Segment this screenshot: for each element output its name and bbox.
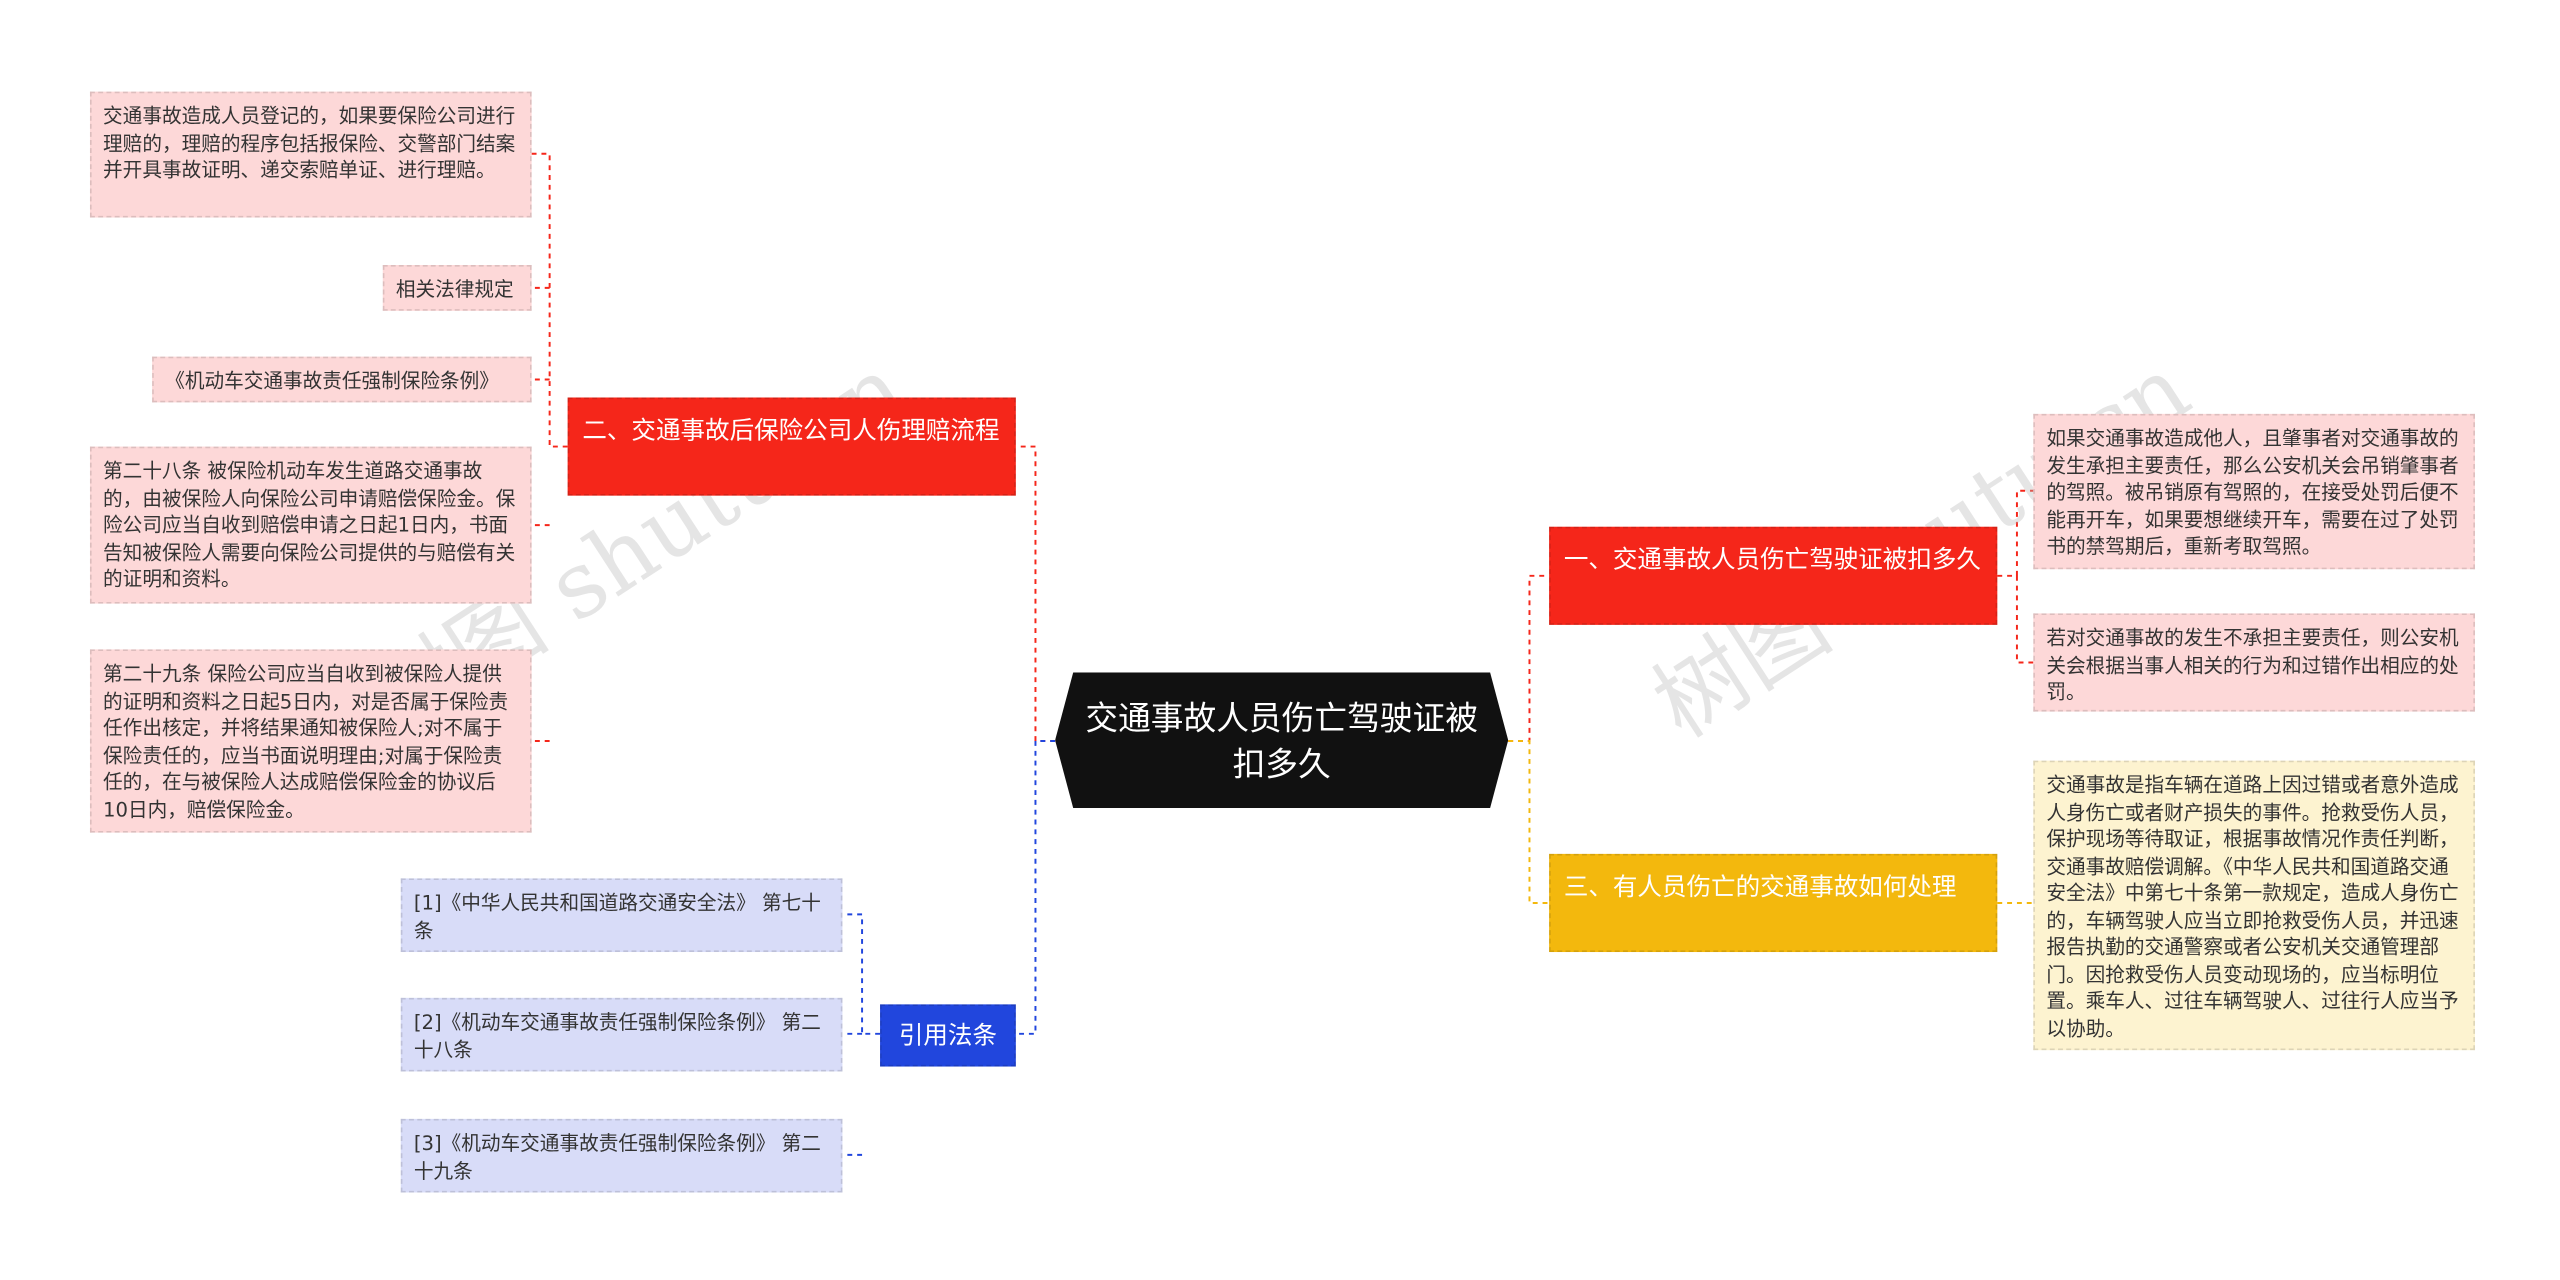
connector-root-b1: [1508, 574, 1550, 742]
branch-insurance-claim[interactable]: 二、交通事故后保险公司人伤理赔流程: [567, 397, 1016, 496]
leaf-text: 若对交通事故的发生不承担主要责任，则公安机关会根据当事人相关的行为和过错作出相应…: [2046, 626, 2459, 704]
branch-title: 一、交通事故人员伤亡驾驶证被扣多久: [1563, 544, 1981, 575]
leaf-regulation-name[interactable]: 《机动车交通事故责任强制保险条例》: [152, 356, 532, 403]
branch-driving-license[interactable]: 一、交通事故人员伤亡驾驶证被扣多久: [1549, 526, 1998, 625]
leaf-text: 第二十九条 保险公司应当自收到被保险人提供的证明和资料之日起5日内，对是否属于保…: [103, 662, 509, 821]
branch-cited-laws[interactable]: 引用法条: [880, 1004, 1016, 1067]
leaf-text: 如果交通事故造成他人，且肇事者对交通事故的发生承担主要责任，那么公安机关会吊销肇…: [2046, 426, 2459, 558]
connector-root-b3: [1508, 740, 1550, 904]
leaf-text: 交通事故是指车辆在道路上因过错或者意外造成人身伤亡或者财产损失的事件。抢救受伤人…: [2046, 773, 2459, 1040]
connector-root-b4: [1015, 740, 1056, 1035]
root-node[interactable]: 交通事故人员伤亡驾驶证被扣多久: [1055, 672, 1509, 809]
leaf-article-29[interactable]: 第二十九条 保险公司应当自收到被保险人提供的证明和资料之日起5日内，对是否属于保…: [89, 649, 532, 833]
leaf-text: 交通事故造成人员登记的，如果要保险公司进行理赔的，理赔的程序包括报保险、交警部门…: [103, 104, 516, 182]
leaf-citation-2[interactable]: [2]《机动车交通事故责任强制保险条例》 第二十八条: [400, 997, 843, 1072]
connector-b1-leaves: [1997, 489, 2034, 664]
leaf-citation-3[interactable]: [3]《机动车交通事故责任强制保险条例》 第二十九条: [400, 1118, 843, 1193]
leaf-text: [3]《机动车交通事故责任强制保险条例》 第二十九条: [413, 1131, 821, 1182]
leaf-text: 第二十八条 被保险机动车发生道路交通事故的，由被保险人向保险公司申请赔偿保险金。…: [103, 459, 516, 591]
branch-title: 三、有人员伤亡的交通事故如何处理: [1563, 871, 1957, 902]
root-title: 交通事故人员伤亡驾驶证被扣多久: [1085, 697, 1478, 783]
branch-accident-handling[interactable]: 三、有人员伤亡的交通事故如何处理: [1549, 853, 1998, 953]
leaf-text: [2]《机动车交通事故责任强制保险条例》 第二十八条: [413, 1010, 821, 1061]
leaf-text: [1]《中华人民共和国道路交通安全法》 第七十条: [413, 891, 821, 942]
leaf-accident-definition[interactable]: 交通事故是指车辆在道路上因过错或者意外造成人身伤亡或者财产损失的事件。抢救受伤人…: [2033, 760, 2475, 1051]
leaf-text: 《机动车交通事故责任强制保险条例》: [165, 369, 499, 393]
leaf-citation-1[interactable]: [1]《中华人民共和国道路交通安全法》 第七十条: [400, 878, 843, 953]
leaf-related-law[interactable]: 相关法律规定: [382, 264, 532, 311]
branch-title: 引用法条: [898, 1020, 998, 1051]
leaf-text: 相关法律规定: [395, 278, 514, 301]
connector-root-b2: [1015, 445, 1056, 742]
leaf-license-revoked[interactable]: 如果交通事故造成他人，且肇事者对交通事故的发生承担主要责任，那么公安机关会吊销肇…: [2033, 413, 2475, 570]
branch-title: 二、交通事故后保险公司人伤理赔流程: [582, 415, 1000, 445]
connector-b2-leaves: [531, 152, 568, 742]
connector-b4-leaves: [842, 913, 881, 1156]
leaf-article-28[interactable]: 第二十八条 被保险机动车发生道路交通事故的，由被保险人向保险公司申请赔偿保险金。…: [89, 446, 532, 604]
leaf-no-main-responsibility[interactable]: 若对交通事故的发生不承担主要责任，则公安机关会根据当事人相关的行为和过错作出相应…: [2033, 613, 2475, 712]
root-node-background: [1055, 672, 1509, 809]
leaf-claim-procedure[interactable]: 交通事故造成人员登记的，如果要保险公司进行理赔的，理赔的程序包括报保险、交警部门…: [89, 91, 532, 218]
